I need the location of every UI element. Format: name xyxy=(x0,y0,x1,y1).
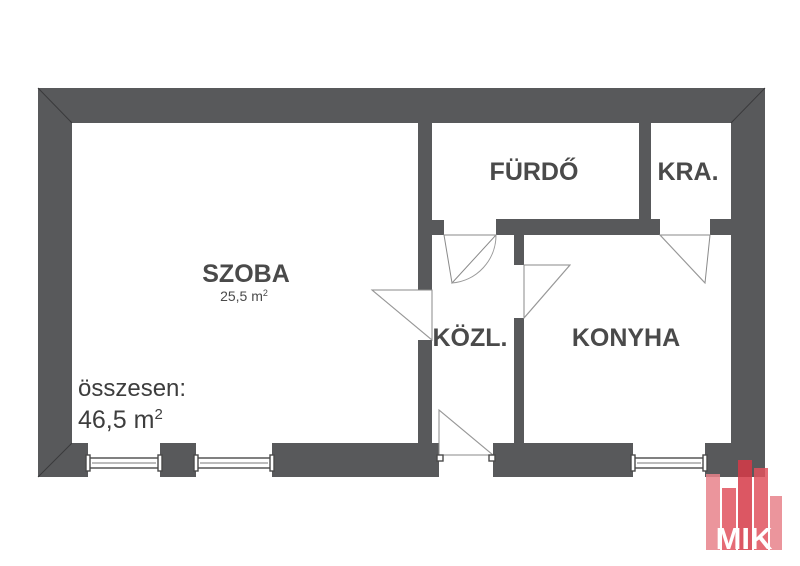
door-konyha xyxy=(523,264,572,320)
window-2 xyxy=(193,454,275,472)
area-label-szoba: 25,5 m2 xyxy=(220,288,268,304)
room-label-konyha: KONYHA xyxy=(572,324,680,352)
mik-logo: MIK xyxy=(706,460,782,556)
window-1 xyxy=(85,454,163,472)
interior-walls xyxy=(418,123,731,443)
logo-text: MIK xyxy=(716,521,773,556)
room-label-furdo: FÜRDŐ xyxy=(490,157,579,186)
bottom-walls xyxy=(72,443,765,477)
room-label-szoba: SZOBA xyxy=(202,260,290,288)
door-kamra xyxy=(658,234,711,285)
outer-walls xyxy=(37,87,766,478)
door-entrance xyxy=(436,408,496,477)
total-area-label: összesen: xyxy=(78,375,186,402)
door-furdo xyxy=(443,234,498,285)
window-3 xyxy=(630,454,708,472)
room-label-kozlekedo: KÖZL. xyxy=(433,323,508,352)
total-area-value: 46,5 m2 xyxy=(78,406,163,434)
door-szoba xyxy=(370,289,433,342)
room-label-kamra: KRA. xyxy=(657,158,718,186)
